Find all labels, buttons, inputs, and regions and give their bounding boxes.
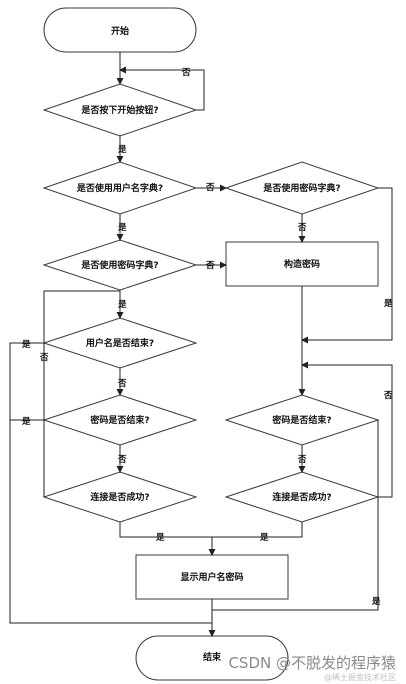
label-password-dict-left-yes: 是 bbox=[117, 299, 127, 310]
end-node: 结束 bbox=[135, 635, 289, 681]
label-username-done-no: 否 bbox=[117, 379, 127, 389]
edge-password-done-right-yes bbox=[212, 420, 379, 611]
label-password-dict-left-no: 否 bbox=[205, 261, 215, 271]
process-construct-password: 构造密码 bbox=[225, 241, 379, 287]
label-password-dict-right-yes: 是 bbox=[383, 298, 393, 309]
label-password-done-left-yes: 是 bbox=[21, 416, 31, 427]
label-start-button-no: 否 bbox=[181, 68, 191, 78]
label-username-dict-no: 否 bbox=[205, 183, 215, 193]
decision-password-done-right-label: 密码是否结束? bbox=[271, 414, 331, 426]
watermark: CSDN @不脱发的程序猿 @稀土掘金技术社区 bbox=[228, 654, 396, 682]
decision-connect-left-label: 连接是否成功? bbox=[90, 491, 149, 503]
decision-username-dict: 是否使用用户名字典? bbox=[42, 161, 198, 215]
decision-username-done-label: 用户名是否结束? bbox=[85, 337, 154, 349]
process-show-credentials: 显示用户名密码 bbox=[135, 554, 289, 600]
decision-password-done-left-label: 密码是否结束? bbox=[89, 414, 149, 426]
decision-password-dict-right: 是否使用密码字典? bbox=[224, 161, 380, 215]
decision-password-dict-left: 是否使用密码字典? bbox=[42, 239, 198, 291]
label-password-done-right-no: 否 bbox=[297, 455, 307, 465]
start-label: 开始 bbox=[111, 25, 129, 37]
decision-username-done: 用户名是否结束? bbox=[42, 317, 198, 369]
end-label: 结束 bbox=[203, 651, 222, 663]
decision-password-done-left: 密码是否结束? bbox=[42, 394, 198, 446]
decision-start-button-label: 是否按下开始按钮? bbox=[80, 104, 158, 116]
edge-username-done-yes bbox=[9, 342, 212, 624]
decision-password-dict-right-label: 是否使用密码字典? bbox=[262, 182, 340, 194]
decision-username-dict-label: 是否使用用户名字典? bbox=[76, 182, 163, 194]
label-connect-right-yes: 是 bbox=[259, 532, 269, 543]
label-connect-left-yes: 是 bbox=[155, 532, 165, 543]
watermark-sub: @稀土掘金技术社区 bbox=[324, 672, 396, 682]
label-connect-right-no: 否 bbox=[383, 391, 393, 401]
decision-connect-left: 连接是否成功? bbox=[42, 471, 198, 523]
edge-start-button-no-loop bbox=[119, 66, 205, 111]
label-password-dict-right-no: 否 bbox=[297, 223, 307, 233]
watermark-main: CSDN @不脱发的程序猿 bbox=[228, 654, 396, 672]
decision-start-button: 是否按下开始按钮? bbox=[42, 83, 198, 137]
label-username-done-yes: 是 bbox=[21, 339, 31, 350]
label-username-dict-yes: 是 bbox=[117, 222, 127, 233]
decision-password-done-right: 密码是否结束? bbox=[224, 394, 380, 446]
label-connect-left-no: 否 bbox=[39, 353, 49, 363]
edge-connect-yes-merge bbox=[119, 522, 303, 538]
decision-connect-right: 连接是否成功? bbox=[224, 471, 380, 523]
start-node: 开始 bbox=[43, 7, 197, 53]
edge-connect-left-no bbox=[43, 290, 120, 497]
label-password-done-left-no: 否 bbox=[117, 455, 127, 465]
edge-labels: 否 是 否 是 否 是 否 是 是 否 否 是 否 否 否 是 是 是 bbox=[21, 68, 393, 607]
label-password-done-right-yes: 是 bbox=[371, 596, 381, 607]
decision-connect-right-label: 连接是否成功? bbox=[272, 491, 331, 503]
label-start-button-yes: 是 bbox=[117, 144, 127, 155]
edge-connect-right-no bbox=[301, 361, 393, 498]
process-construct-password-label: 构造密码 bbox=[284, 258, 320, 270]
process-show-credentials-label: 显示用户名密码 bbox=[180, 571, 243, 583]
edge-password-dict-right-yes bbox=[301, 187, 393, 344]
decision-password-dict-left-label: 是否使用密码字典? bbox=[80, 259, 158, 271]
edges bbox=[9, 52, 393, 637]
